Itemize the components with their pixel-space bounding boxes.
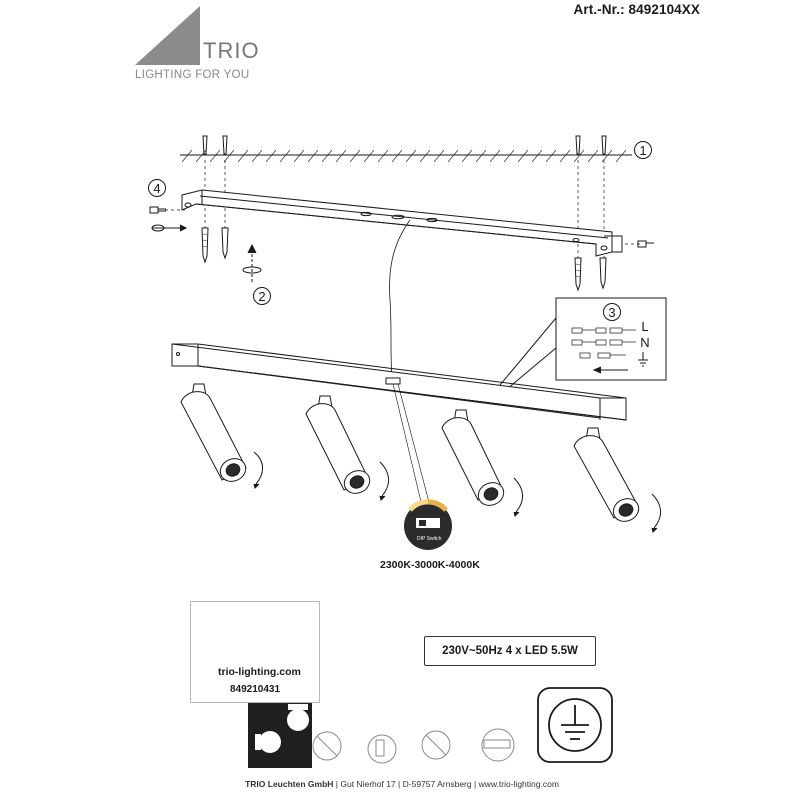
footer-separator: | xyxy=(398,779,401,789)
dip-switch-dial-icon: DIP Switch xyxy=(404,499,452,550)
trio-logo-icon xyxy=(135,6,200,65)
side-screws xyxy=(149,206,654,248)
wall-plugs xyxy=(202,135,607,155)
step-2-number: 2 xyxy=(258,289,265,304)
footer-separator: | xyxy=(474,779,477,789)
track-body xyxy=(171,343,627,421)
power-cable xyxy=(389,219,411,379)
step-4-number: 4 xyxy=(153,181,160,196)
dip-switch-label: DIP Switch xyxy=(417,536,442,542)
led-module-icon xyxy=(481,728,515,762)
wire-label-neutral: N xyxy=(640,335,649,350)
footer-address: Gut Nierhof 17 xyxy=(340,779,396,789)
switch-icon xyxy=(367,734,397,764)
spotlight-1 xyxy=(180,383,263,489)
no-incandescent-icon xyxy=(421,730,451,760)
support-code: 849210431 xyxy=(230,684,281,695)
step-4-circle xyxy=(148,179,166,197)
wiring-callout xyxy=(499,297,667,390)
footer: TRIO Leuchten GmbH | Gut Nierhof 17 | D-… xyxy=(0,779,804,789)
protective-earth-icon xyxy=(537,687,613,763)
step-3-number: 3 xyxy=(608,305,615,320)
no-dimmer-icon xyxy=(312,731,342,761)
support-info-box xyxy=(190,601,320,703)
step-1-circle xyxy=(634,141,652,159)
step-2-circle xyxy=(253,287,271,305)
rotate-arrow-step2-icon xyxy=(242,243,262,282)
spotlight-4 xyxy=(573,427,661,533)
logo-tagline: LIGHTING FOR YOU xyxy=(135,69,250,81)
color-temperature-label: 2300K-3000K-4000K xyxy=(380,559,480,571)
rotate-arrow-step4-icon xyxy=(151,224,188,232)
fixing-screws xyxy=(201,227,607,292)
spec-box: 230V~50Hz 4 x LED 5.5W xyxy=(424,636,596,666)
footer-website-link[interactable]: www.trio-lighting.com xyxy=(478,779,559,789)
usage-icons xyxy=(248,696,515,768)
footer-separator: | xyxy=(335,779,338,789)
spotlight-3 xyxy=(441,409,523,517)
support-website-link[interactable]: trio-lighting.com xyxy=(218,666,301,678)
spotlight-2 xyxy=(305,395,389,501)
electrical-spec: 230V~50Hz 4 x LED 5.5W xyxy=(442,645,578,657)
wire-label-live: L xyxy=(641,319,648,334)
step-1-number: 1 xyxy=(639,143,646,158)
logo-name: TRIO xyxy=(203,38,260,63)
footer-city: D-59757 Arnsberg xyxy=(402,779,472,789)
footer-company: TRIO Leuchten GmbH xyxy=(245,779,334,789)
mounting-bracket xyxy=(181,189,623,257)
step-3-circle xyxy=(603,303,621,321)
ceiling-hatch xyxy=(180,149,632,163)
article-number: Art.-Nr.: 8492104XX xyxy=(573,2,700,17)
